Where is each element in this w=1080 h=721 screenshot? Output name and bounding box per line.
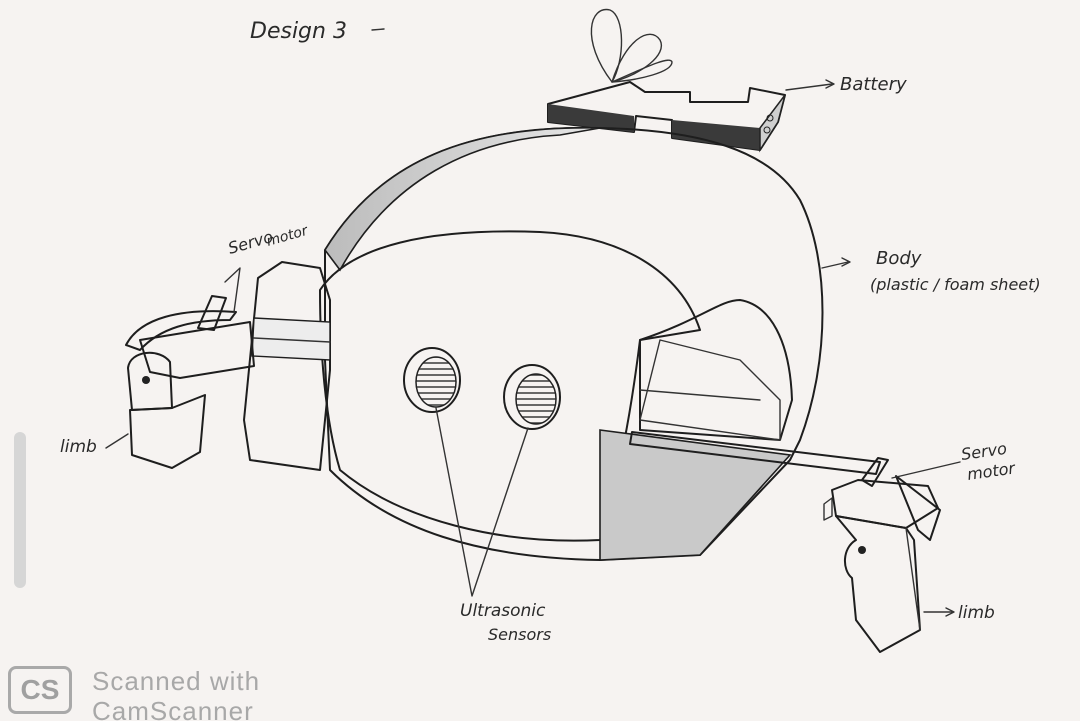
sensors-label-line2: Sensors: [488, 625, 551, 644]
right-limb-label: limb: [958, 603, 995, 623]
watermark-line1: Scanned with: [92, 666, 352, 696]
left-limb-label: limb: [60, 437, 97, 457]
left-servo-label-line2: motor: [265, 223, 311, 250]
scroll-indicator[interactable]: [14, 432, 26, 588]
robot-body: [320, 128, 823, 560]
battery-arrow: [786, 84, 832, 90]
title-dash: [372, 29, 384, 30]
sensors-label-line1: Ultrasonic: [460, 601, 546, 621]
left-servo-arrow: [225, 268, 240, 312]
diagram-title: Design 3: [250, 19, 347, 44]
propeller-icon: [591, 10, 672, 82]
left-servo-motor: [244, 262, 330, 470]
right-limb: [836, 516, 920, 652]
left-limb-pointer: [106, 434, 128, 448]
battery-block: [548, 82, 785, 150]
camscanner-logo-icon: CS: [8, 666, 72, 714]
camscanner-watermark: Scanned with CamScanner: [92, 666, 352, 721]
body-label-line1: Body: [876, 248, 922, 269]
battery-label: Battery: [840, 74, 907, 95]
left-limb: [128, 353, 205, 468]
right-servo-pointer: [892, 462, 960, 478]
watermark-line2: CamScanner: [92, 696, 352, 721]
sensor-leader-lines: [436, 408, 528, 596]
ultrasonic-sensor-right: [504, 365, 560, 429]
body-label-line2: (plastic / foam sheet): [870, 275, 1041, 294]
ultrasonic-sensor-left: [404, 348, 460, 412]
